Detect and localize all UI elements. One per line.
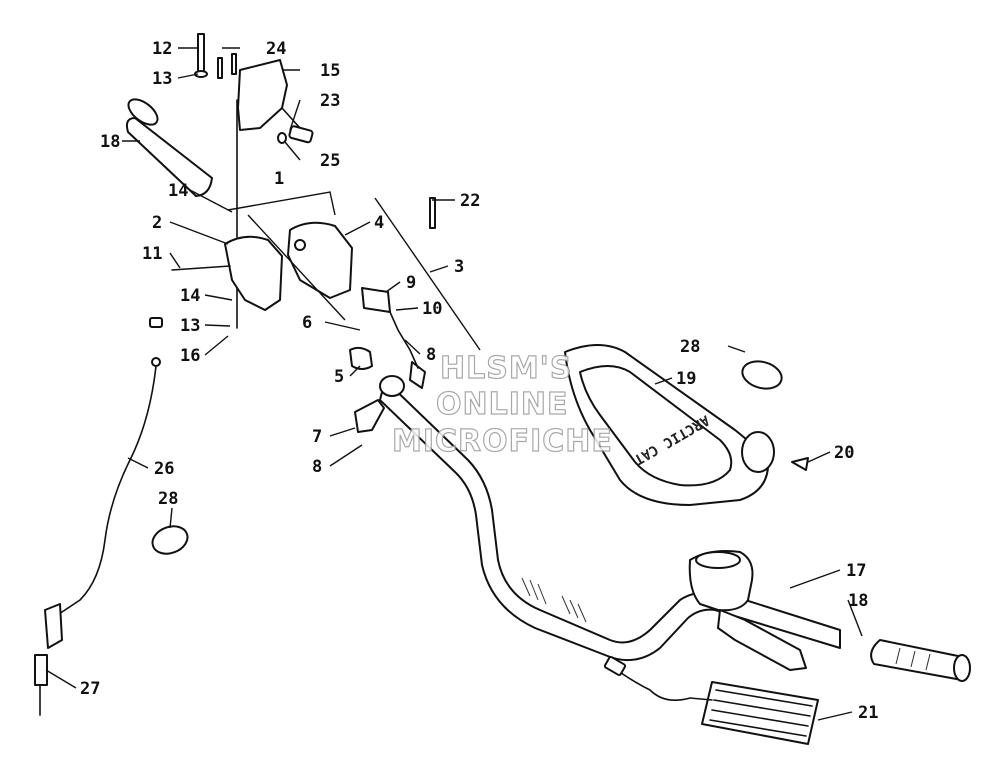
callout-18-right: 18 bbox=[848, 591, 868, 611]
callout-27: 27 bbox=[80, 679, 100, 699]
callout-26: 26 bbox=[154, 459, 174, 479]
watermark-line-1: HLSM'S bbox=[440, 351, 572, 386]
callout-9: 9 bbox=[406, 273, 416, 293]
assembly-outline bbox=[227, 191, 481, 351]
callout-18-left: 18 bbox=[100, 132, 120, 152]
callout-28-left: 28 bbox=[158, 489, 178, 509]
callout-11: 11 bbox=[142, 244, 162, 264]
callout-13-bottom: 13 bbox=[180, 316, 200, 336]
callout-2: 2 bbox=[152, 213, 162, 233]
watermark-line-3: MICROFICHE bbox=[392, 424, 613, 459]
callout-25: 25 bbox=[320, 151, 340, 171]
left-grip bbox=[125, 98, 213, 197]
heater-pad bbox=[603, 656, 819, 745]
throttle-bracket bbox=[237, 59, 314, 144]
callout-13-top: 13 bbox=[152, 69, 172, 89]
callout-3: 3 bbox=[454, 257, 464, 277]
callout-15: 15 bbox=[320, 61, 340, 81]
screw-20 bbox=[791, 457, 809, 471]
leader-lines bbox=[45, 47, 863, 721]
callout-4: 4 bbox=[374, 213, 384, 233]
cable-clamps bbox=[151, 360, 783, 555]
callout-5: 5 bbox=[334, 367, 344, 387]
callout-7: 7 bbox=[312, 427, 322, 447]
callout-labels: 12 13 24 15 23 25 18 1 14 2 11 14 13 16 … bbox=[80, 39, 878, 723]
callout-6: 6 bbox=[302, 313, 312, 333]
callout-28-right: 28 bbox=[680, 337, 700, 357]
callout-12: 12 bbox=[152, 39, 172, 59]
switch-housing bbox=[171, 221, 426, 389]
throttle-cable bbox=[34, 317, 163, 716]
hand-guard: ARCTIC CAT bbox=[564, 344, 775, 506]
watermark-line-2: ONLINE bbox=[436, 387, 569, 422]
callout-17: 17 bbox=[846, 561, 866, 581]
brake-lever-assembly bbox=[688, 550, 807, 671]
callout-1: 1 bbox=[274, 169, 284, 189]
handlebar bbox=[379, 375, 841, 662]
screws bbox=[194, 33, 436, 329]
callout-16: 16 bbox=[180, 346, 200, 366]
callout-14-bottom: 14 bbox=[180, 286, 200, 306]
callout-14-top: 14 bbox=[168, 181, 188, 201]
callout-8-upper: 8 bbox=[426, 345, 436, 365]
callout-8-lower: 8 bbox=[312, 457, 322, 477]
watermark: HLSM'S ONLINE MICROFICHE bbox=[391, 350, 613, 459]
bracket-7 bbox=[354, 399, 385, 433]
callout-23: 23 bbox=[320, 91, 340, 111]
callout-21: 21 bbox=[858, 703, 878, 723]
callout-22: 22 bbox=[460, 191, 480, 211]
callout-20: 20 bbox=[834, 443, 854, 463]
callout-19: 19 bbox=[676, 369, 696, 389]
callout-10: 10 bbox=[422, 299, 442, 319]
callout-24: 24 bbox=[266, 39, 286, 59]
right-grip bbox=[870, 639, 971, 682]
